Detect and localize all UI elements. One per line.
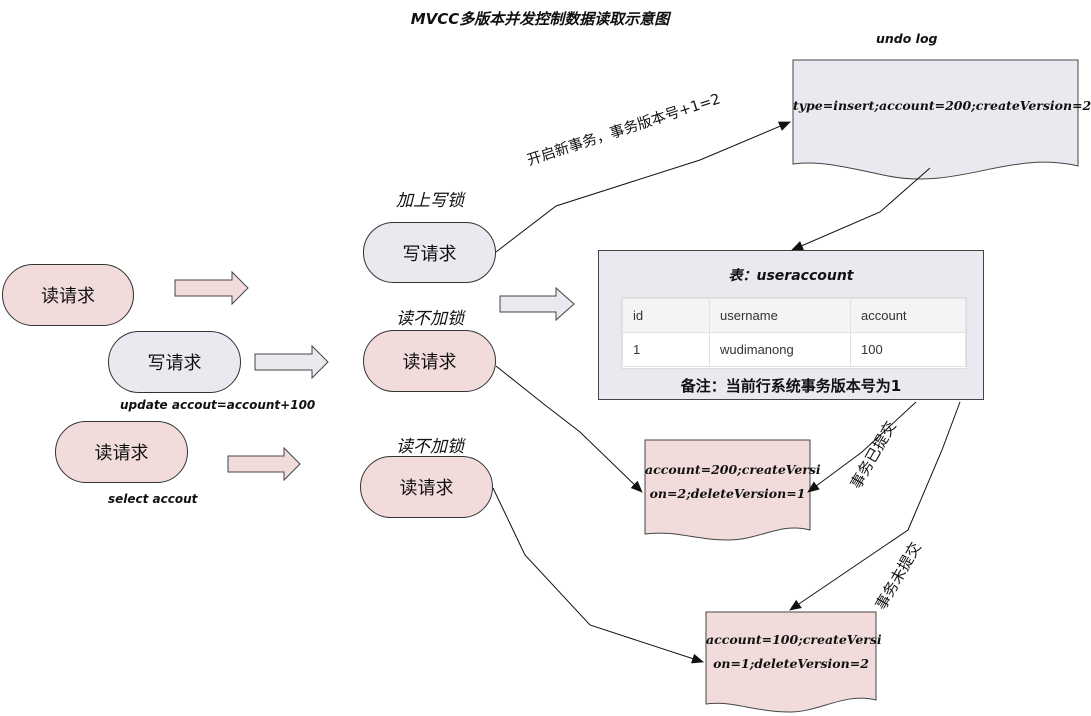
undo-log-shape [792, 59, 1079, 180]
left-write-request: 写请求 [108, 331, 241, 393]
mid-read-request-2: 读请求 [360, 456, 493, 518]
version-v1-line-1: account=100;createVersi [706, 632, 882, 647]
version-v1-shape [705, 611, 877, 713]
table-cell: 100 [850, 332, 966, 367]
block-arrow-read2 [227, 446, 301, 482]
table-cell: wudimanong [709, 332, 851, 367]
connector-read2-to-v1 [492, 487, 704, 664]
left-read-request-2: 读请求 [55, 421, 188, 483]
table-row: 1 wudimanong 100 [622, 332, 966, 367]
block-arrow-write [254, 344, 329, 380]
version-v1-line-2: on=1;deleteVersion=2 [713, 656, 869, 671]
version-v2-text: account=200;createVersi on=2;deleteVersi… [645, 458, 821, 506]
table-cell: 1 [622, 332, 710, 367]
useraccount-table-box: 表：useraccount id username account 1 wudi… [598, 250, 984, 400]
page-title: MVCC多版本并发控制数据读取示意图 [410, 10, 670, 28]
no-lock-label-1: 读不加锁 [396, 309, 464, 329]
read-sql-label: select accout [108, 492, 198, 506]
version-v2-shape [644, 439, 811, 541]
connector-read1-to-v2 [495, 365, 643, 493]
connector-write-to-undo [495, 121, 791, 253]
table-note: 备注：当前行系统事务版本号为1 [680, 377, 902, 395]
connector-table-to-v2 [807, 401, 917, 493]
table-header-cell: id [622, 298, 710, 333]
table-header-cell: account [850, 298, 966, 333]
block-arrow-to-table [499, 286, 575, 322]
block-arrow-read1 [174, 270, 249, 306]
mid-read-request-1: 读请求 [363, 330, 496, 392]
write-sql-label: update accout=account+100 [120, 398, 316, 412]
useraccount-table: id username account 1 wudimanong 100 [622, 298, 966, 367]
undo-log-label: undo log [876, 31, 938, 46]
no-lock-label-2: 读不加锁 [396, 437, 464, 457]
table-title: 表：useraccount [728, 268, 854, 284]
mid-write-request: 写请求 [363, 222, 496, 283]
connector-undo-to-table [791, 167, 931, 251]
table-header-row: id username account [622, 298, 966, 333]
table-header-cell: username [709, 298, 851, 333]
write-lock-label: 加上写锁 [396, 191, 464, 211]
version-v1-text: account=100;createVersi on=1;deleteVersi… [706, 628, 882, 676]
left-read-request-1: 读请求 [2, 264, 134, 326]
undo-log-content: type=insert;account=200;createVersion=2 [793, 98, 1091, 113]
table-container: id username account 1 wudimanong 100 [621, 297, 967, 369]
connector-table-to-v1 [789, 401, 961, 611]
version-v2-line-2: on=2;deleteVersion=1 [649, 486, 806, 501]
version-v2-line-1: account=200;createVersi [645, 462, 821, 477]
